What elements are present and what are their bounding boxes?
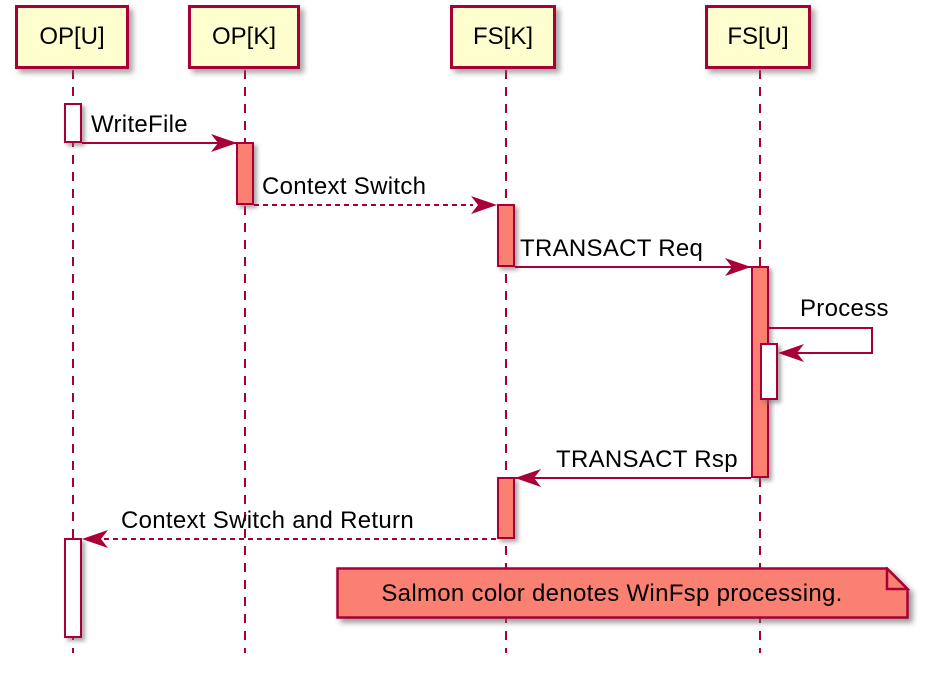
message-line-context-switch (254, 204, 473, 206)
self-message-bottom-line (784, 352, 873, 354)
note-text: Salmon color denotes WinFsp processing. (381, 579, 843, 607)
arrowhead-right-icon (725, 258, 751, 276)
activation-fs-k-2 (497, 477, 515, 539)
message-label-context-switch-return: Context Switch and Return (121, 507, 414, 534)
message-line-writefile (82, 142, 237, 144)
message-label-transact-req: TRANSACT Req (520, 235, 704, 262)
arrowhead-left-icon (515, 469, 541, 487)
activation-fs-u-nested (760, 343, 778, 400)
lifeline-fs-k (505, 70, 507, 653)
participant-label: FS[K] (472, 23, 533, 50)
activation-op-u-1 (64, 103, 82, 143)
lifeline-op-u (72, 70, 74, 653)
message-line-transact-req (515, 266, 751, 268)
activation-op-k (236, 142, 254, 205)
arrowhead-left-icon (82, 530, 108, 548)
self-message-top-line (769, 327, 873, 329)
message-line-context-switch-return (86, 538, 497, 540)
lifeline-op-k (244, 70, 246, 653)
message-label-transact-rsp: TRANSACT Rsp (556, 446, 738, 473)
participant-fs-u: FS[U] (705, 5, 811, 69)
participant-fs-k: FS[K] (450, 5, 556, 69)
message-label-context-switch: Context Switch (262, 173, 427, 200)
message-label-writefile: WriteFile (91, 111, 188, 138)
arrowhead-left-icon (778, 344, 804, 362)
participant-label: OP[U] (39, 23, 105, 50)
message-line-transact-rsp (515, 477, 751, 479)
message-label-process: Process (800, 295, 889, 322)
activation-fs-k-1 (497, 204, 515, 267)
note-shape (336, 567, 910, 619)
arrowhead-right-icon (471, 196, 497, 214)
participant-label: FS[U] (727, 23, 789, 50)
activation-op-u-2 (64, 538, 82, 638)
note: Salmon color denotes WinFsp processing. (336, 567, 910, 620)
arrowhead-right-icon (211, 134, 237, 152)
participant-op-k: OP[K] (188, 5, 300, 69)
participant-label: OP[K] (211, 23, 277, 50)
self-message-right-line (871, 327, 873, 354)
participant-op-u: OP[U] (15, 5, 129, 69)
